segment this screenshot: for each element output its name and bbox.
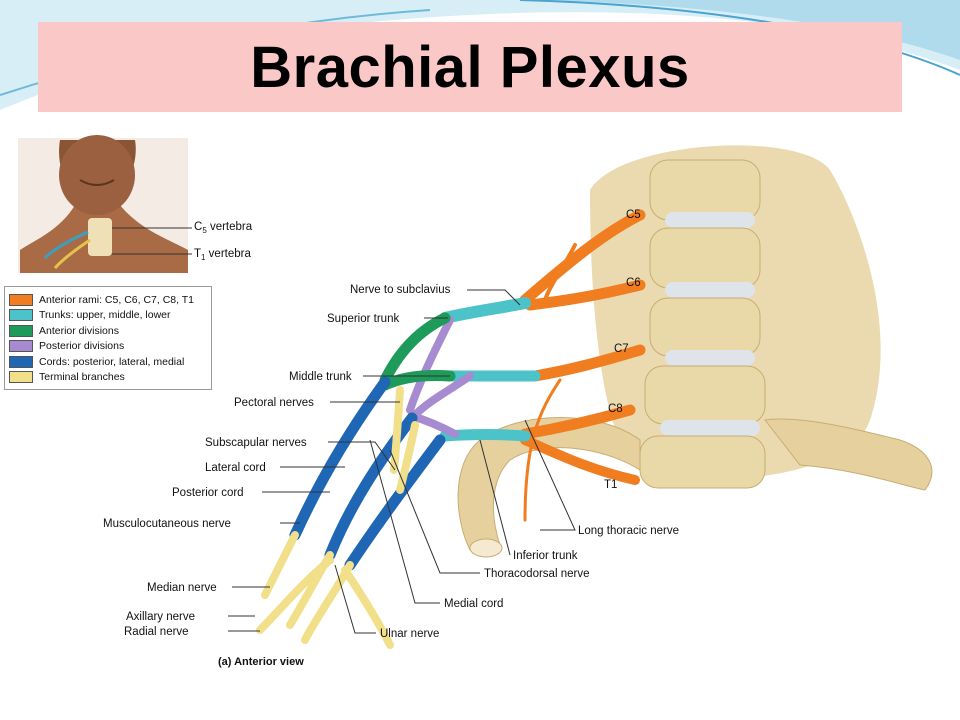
vertebral-column <box>590 145 933 491</box>
label-ulnar-nerve: Ulnar nerve <box>380 628 439 640</box>
label-musculocutaneous-nerve: Musculocutaneous nerve <box>103 518 231 530</box>
terminal-branches <box>256 386 419 649</box>
legend-item: Trunks: upper, middle, lower <box>9 308 207 324</box>
label-lateral-cord: Lateral cord <box>205 462 266 474</box>
legend-label: Anterior divisions <box>39 324 119 337</box>
figure-caption: (a) Anterior view <box>218 656 304 668</box>
legend-label: Terminal branches <box>39 371 125 384</box>
legend-swatch <box>9 371 33 384</box>
label-thoracodorsal-nerve: Thoracodorsal nerve <box>484 568 589 580</box>
title-banner: Brachial Plexus <box>38 22 902 112</box>
ramus-label: C6 <box>626 277 641 289</box>
label-nerve-to-subclavius: Nerve to subclavius <box>350 284 451 296</box>
label-subscapular-nerves: Subscapular nerves <box>205 437 307 449</box>
inset-c5-label: C5 vertebra <box>112 221 253 235</box>
legend-item: Anterior divisions <box>9 323 207 339</box>
label-pectoral-nerves: Pectoral nerves <box>234 397 314 409</box>
svg-text:C5 vertebra: C5 vertebra <box>194 221 253 235</box>
label-radial-nerve: Radial nerve <box>124 626 189 638</box>
legend-label: Trunks: upper, middle, lower <box>39 309 171 322</box>
legend-item: Anterior rami: C5, C6, C7, C8, T1 <box>9 292 207 308</box>
leader-lines <box>228 289 576 634</box>
legend-swatch <box>9 355 33 368</box>
label-medial-cord: Medial cord <box>444 598 503 610</box>
label-long-thoracic-nerve: Long thoracic nerve <box>578 525 679 537</box>
legend-swatch <box>9 340 33 353</box>
legend-item: Posterior divisions <box>9 339 207 355</box>
ramus-label: T1 <box>604 479 617 491</box>
anterior-divisions <box>379 312 456 391</box>
svg-text:T1 vertebra: T1 vertebra <box>194 248 251 262</box>
label-posterior-cord: Posterior cord <box>172 487 244 499</box>
ramus-label: C5 <box>626 209 641 221</box>
label-median-nerve: Median nerve <box>147 582 217 594</box>
page-title: Brachial Plexus <box>250 34 690 100</box>
label-axillary-nerve: Axillary nerve <box>126 611 195 623</box>
label-inferior-trunk: Inferior trunk <box>513 550 578 562</box>
legend-swatch <box>9 293 33 306</box>
legend-item: Terminal branches <box>9 370 207 386</box>
legend-label: Posterior divisions <box>39 340 125 353</box>
inset-t1-label: T1 vertebra <box>112 248 251 262</box>
ramus-label: C7 <box>614 343 629 355</box>
label-superior-trunk: Superior trunk <box>327 313 399 325</box>
label-middle-trunk: Middle trunk <box>289 371 352 383</box>
brachial-plexus-diagram: C5 vertebra T1 vertebra <box>18 135 933 668</box>
legend-swatch <box>9 324 33 337</box>
color-legend: Anterior rami: C5, C6, C7, C8, T1 Trunks… <box>4 286 212 390</box>
legend-label: Cords: posterior, lateral, medial <box>39 355 185 368</box>
legend-swatch <box>9 309 33 322</box>
neck-inset <box>18 135 188 273</box>
legend-item: Cords: posterior, lateral, medial <box>9 354 207 370</box>
ramus-label: C8 <box>608 403 623 415</box>
legend-label: Anterior rami: C5, C6, C7, C8, T1 <box>39 293 195 306</box>
trunks <box>439 297 541 442</box>
